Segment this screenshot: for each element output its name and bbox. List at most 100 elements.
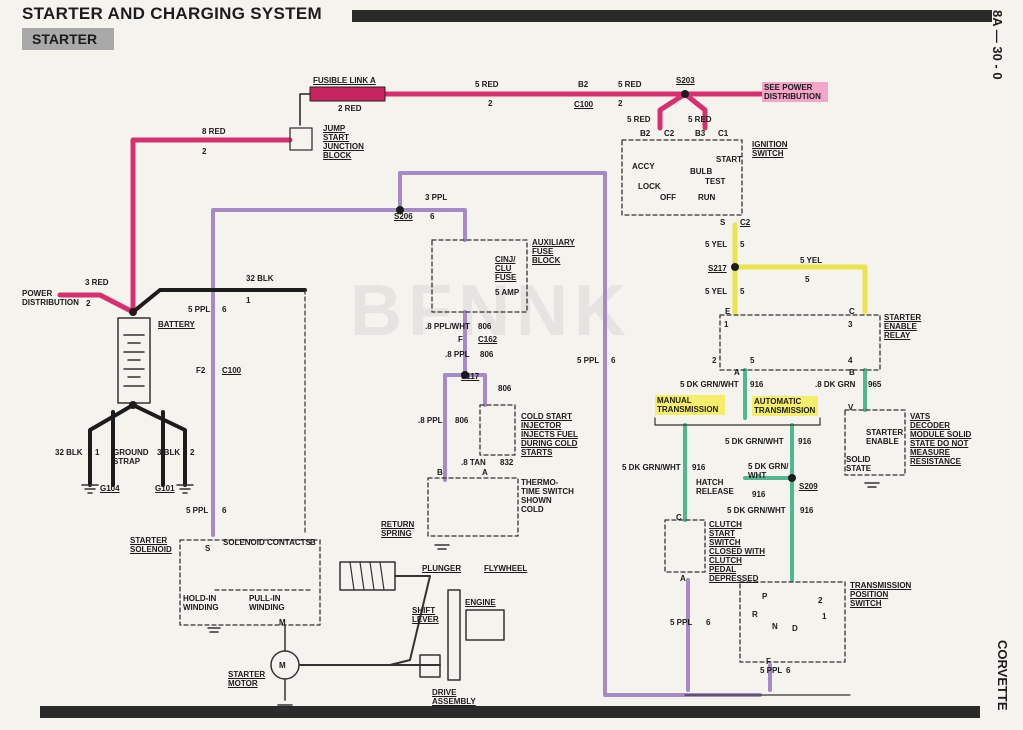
tps-pos-r: R [752,610,758,619]
vats-pin-v: V [848,403,854,412]
wire-num-916a: 916 [750,380,764,389]
connector-c100-top: C100 [574,100,594,109]
wire-num-5a: 5 [740,240,745,249]
flywheel-label: FLYWHEEL [484,564,528,573]
clutch-switch-box [664,519,706,573]
wire-label-3blk: 3 BLK [157,448,181,457]
relay-pin-e: E [725,307,731,316]
starter-enable-relay-label: STARTER ENABLE RELAY [884,313,922,340]
splice-s217 [731,263,739,271]
ignition-switch-box [621,139,743,216]
wire-num-6b: 6 [222,305,227,314]
wire-num-916e: 916 [800,506,814,515]
wire-num-5c: 5 [740,287,745,296]
aux-fuse-box [431,239,528,313]
footer-brand: CORVETTE [995,640,1010,711]
wire-label-3red: 3 RED [85,278,109,287]
yellow-wires [732,222,868,315]
connector-b2: B2 [578,80,589,89]
ppl-wire-long [398,171,762,697]
ign-pos-start: START [716,155,743,164]
wire-label-ppl-wht: .8 PPL/WHT [425,322,470,331]
connector-c162: C162 [478,335,498,344]
tps-pos-2: 2 [818,596,823,605]
splice-label-s217: S217 [708,264,727,273]
blk-ground-1 [88,403,135,487]
wire-num-6a: 6 [430,212,435,221]
ground-symbols [81,482,880,710]
ground-icon-g101 [176,484,194,494]
engine-icon [465,609,505,641]
wire-label-5red-c: 5 RED [627,115,651,124]
drive-assembly-label: DRIVE ASSEMBLY [432,688,476,706]
tps-box [739,581,846,663]
aux-fuse-block-label: AUXILIARY FUSE BLOCK [532,238,575,265]
cinj-fuse-label: CINJ/ CLU FUSE [495,255,517,282]
wire-label-5yel-a: 5 YEL [705,240,728,249]
splice-label-s206: S206 [394,212,413,221]
ground-icon-motor [277,704,293,710]
clutch-switch-label: CLUTCH START SWITCH CLOSED WITH CLUTCH P… [709,520,765,583]
power-distribution-label: POWER DISTRIBUTION [22,289,79,307]
ground-icon-vats [864,482,880,488]
wire-num-832: 832 [500,458,514,467]
wire-num-965: 965 [868,380,882,389]
ign-pos-accy: ACCY [632,162,655,171]
wire-label-32blk-b: 32 BLK [55,448,83,457]
wire-label-grn-a: 5 DK GRN/WHT [680,380,739,389]
engine-label: ENGINE [465,598,496,607]
manual-trans-label: MANUAL TRANSMISSION [655,395,725,415]
ign-pos-run: RUN [698,193,716,202]
pin-b3: B3 [695,129,706,138]
red-wire-8 [130,137,293,315]
red-wires [57,91,773,315]
pin-b2: B2 [640,129,651,138]
title-bar: STARTER AND CHARGING SYSTEM [22,4,992,26]
vats-module-label: VATS DECODER MODULE SOLID STATE DO NOT M… [910,412,972,466]
battery-neg-node [129,401,137,409]
green-wires [683,368,867,582]
ground-strap-label: GROUND STRAP [113,448,149,466]
splice-s117 [461,371,469,379]
csi-pin-b: B [437,468,443,477]
ground-icon-thermo [434,544,450,550]
relay-pin-5: 5 [750,356,755,365]
red-wire-3 [57,292,136,315]
battery-cells [123,334,145,387]
title-rule [352,10,992,22]
splice-s206 [396,206,404,214]
battery-label: BATTERY [158,320,195,329]
ppl-wire-806-c [463,373,487,407]
battery-pos-node [129,308,137,316]
pin-s: S [720,218,726,227]
wire-num-916b: 916 [798,437,812,446]
page-title: STARTER AND CHARGING SYSTEM [22,4,330,24]
motor-m-glyph: M [279,661,286,670]
drive-gear [419,654,441,678]
ign-pos-off: OFF [660,193,676,202]
vats-solid-state: SOLID STATE [846,455,872,473]
vats-box [844,409,906,476]
blk-ground-2 [131,403,187,487]
wire-label-2red: 2 RED [338,104,362,113]
wire-label-8ppl-b: .8 PPL [418,416,443,425]
auto-trans-label: AUTOMATIC TRANSMISSION [752,396,818,416]
branch-ticks [654,417,821,426]
pin-c2: C2 [664,129,675,138]
splice-label-s209: S209 [799,482,818,491]
wire-label-grn-e: 5 DK GRN/WHT [727,506,786,515]
wire-num-2a: 2 [488,99,493,108]
hold-in-label: HOLD-IN WINDING [183,594,219,612]
ign-pos-test: TEST [705,177,726,186]
tps-label: TRANSMISSION POSITION SWITCH [850,581,912,608]
wire-label-5ppl-c: 5 PPL [186,506,209,515]
wire-num-916c: 916 [692,463,706,472]
wire-num-2e: 2 [86,299,91,308]
ign-pos-lock: LOCK [638,182,661,191]
wire-num-1a: 1 [246,296,251,305]
tps-pos-d: D [792,624,798,633]
plunger-spring-icon [339,561,396,591]
wire-label-32blk-a: 32 BLK [246,274,274,283]
wire-label-5red-b: 5 RED [618,80,642,89]
